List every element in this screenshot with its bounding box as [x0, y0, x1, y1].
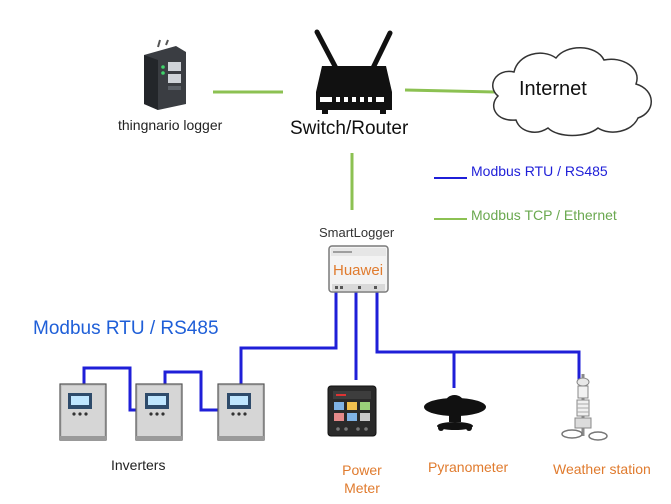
router-icon — [314, 29, 393, 114]
inverter-icon — [135, 383, 183, 441]
link-inverter-chain-2 — [163, 370, 222, 412]
logger-label: thingnario logger — [118, 117, 223, 133]
ethernet-links — [213, 88, 496, 210]
router-label: Switch/Router — [290, 118, 409, 139]
power-meter-label: Power Meter — [342, 462, 382, 496]
weather-station-icon — [561, 374, 608, 441]
rs485-links — [82, 292, 581, 412]
bus-label: Modbus RTU / RS485 — [33, 318, 219, 339]
smartlogger-box-icon — [328, 245, 389, 293]
link-router-internet — [404, 88, 496, 94]
industrial-logger-icon — [144, 39, 186, 110]
link-smartlogger-bus-right — [375, 292, 581, 380]
pyranometer-label: Pyranometer — [428, 459, 509, 475]
weather-station-label: Weather station — [553, 461, 651, 477]
pyranometer-icon — [424, 395, 486, 431]
inverter-icon — [59, 383, 107, 441]
smartlogger-label: SmartLogger — [319, 225, 395, 240]
smartlogger-brand-label: Huawei — [333, 262, 384, 279]
power-meter-icon — [327, 385, 377, 437]
cloud-icon — [492, 47, 652, 137]
inverter-icon — [217, 383, 265, 441]
internet-label: Internet — [519, 78, 587, 100]
link-smartlogger-inverters — [239, 292, 338, 390]
legend-rtu-label: Modbus RTU / RS485 — [471, 163, 608, 179]
legend-tcp-label: Modbus TCP / Ethernet — [471, 207, 617, 223]
inverters-label: Inverters — [111, 457, 166, 473]
